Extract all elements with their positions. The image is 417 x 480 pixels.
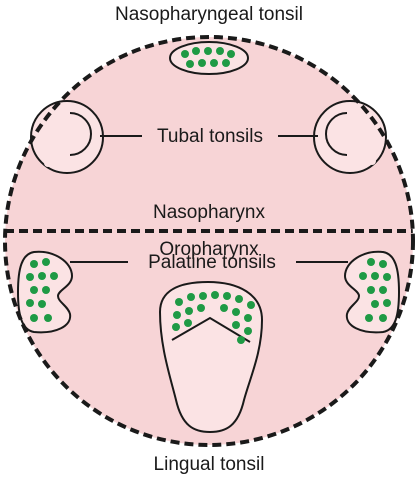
nasopharyngeal-tonsil-dots	[181, 47, 235, 68]
palatine-tonsil-left	[16, 250, 74, 334]
label-nasopharyngeal-tonsil: Nasopharyngeal tonsil	[115, 4, 303, 25]
palatine-tonsil-right	[343, 250, 401, 334]
tubal-tonsil-right	[313, 100, 387, 174]
tubal-tonsil-right-dots	[337, 124, 376, 165]
lingual-tonsil-dots	[172, 291, 255, 344]
palatine-tonsil-left-dots	[26, 258, 58, 322]
label-nasopharynx: Nasopharynx	[153, 202, 265, 223]
tubal-tonsil-left-dots	[41, 123, 73, 167]
label-oropharynx: Oropharynx	[159, 239, 259, 260]
lingual-tonsil	[158, 280, 264, 434]
nasopharyngeal-tonsil	[169, 41, 249, 75]
label-lingual-tonsil: Lingual tonsil	[154, 454, 265, 475]
tubal-tonsil-left	[30, 100, 104, 174]
palatine-tonsil-right-dots	[359, 258, 391, 322]
pharynx-region	[5, 37, 413, 445]
label-tubal-tonsils: Tubal tonsils	[157, 126, 263, 147]
pharynx-boundary	[3, 35, 415, 447]
label-palatine-tonsils: Palatine tonsils	[148, 252, 276, 273]
